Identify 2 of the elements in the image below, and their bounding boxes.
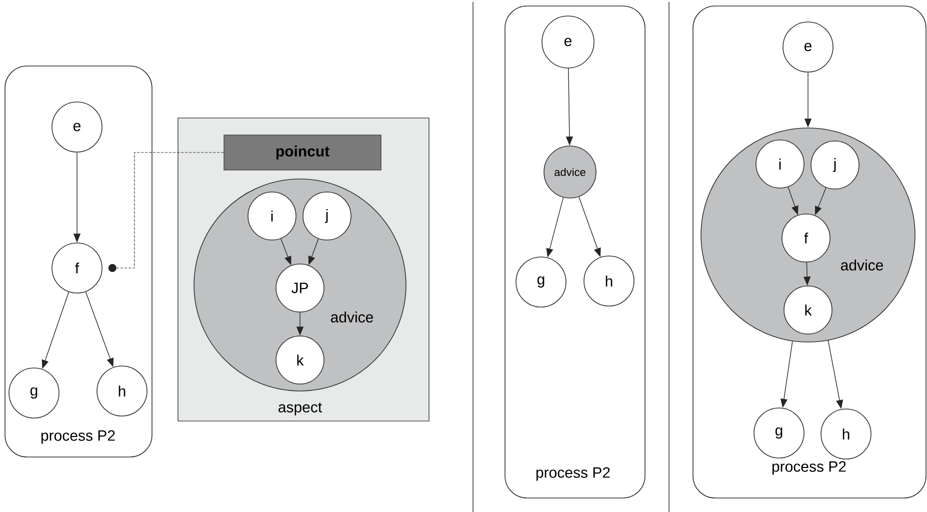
connector bbox=[108, 152, 224, 272]
pointcut-box: poincut bbox=[224, 134, 382, 170]
